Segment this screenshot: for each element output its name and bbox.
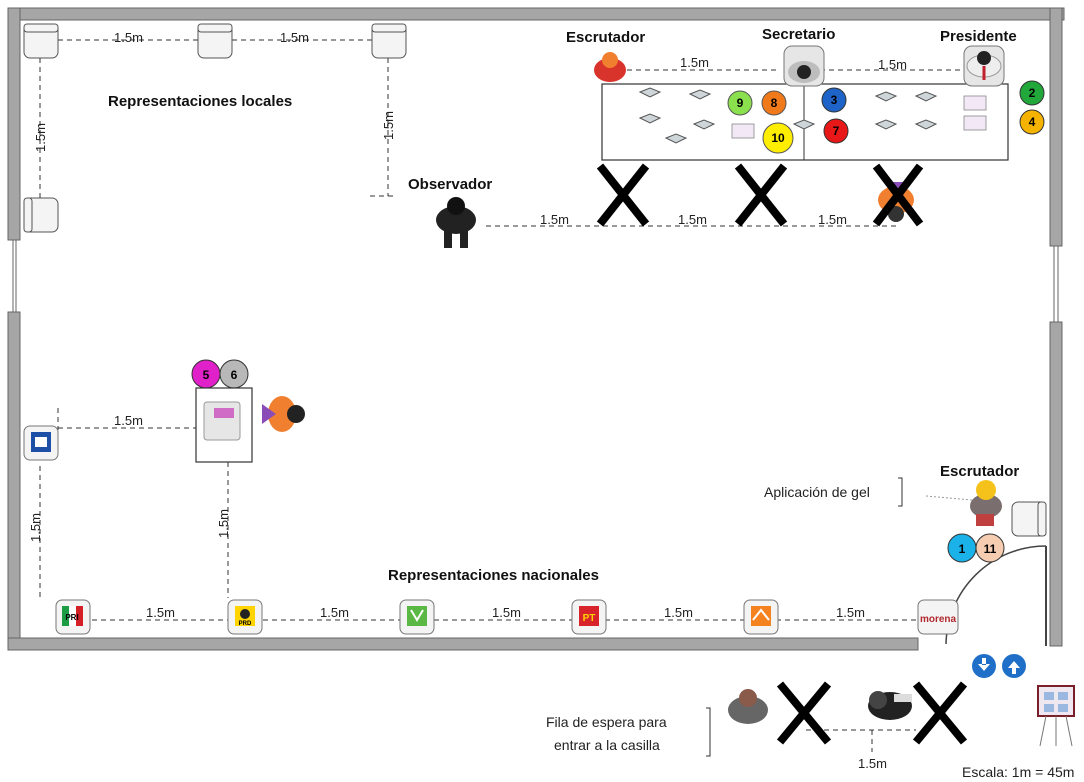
person-queue-2 (868, 691, 912, 720)
svg-text:1: 1 (959, 542, 966, 556)
arrow-up-icon (1002, 654, 1026, 678)
party-logo-pt: PT (571, 599, 607, 635)
distance-labels: 1.5m 1.5m 1.5m 1.5m 1.5m 1.5m 1.5m 1.5m … (28, 30, 907, 771)
x-marker (776, 681, 832, 745)
chair-local-4 (23, 197, 59, 233)
chair-local-2 (197, 23, 233, 59)
badge-7: 7 (823, 118, 849, 144)
heading-local-representatives: Representaciones locales (108, 93, 292, 110)
person-scrutineer-top (594, 52, 626, 82)
distance-label: 1.5m (540, 212, 569, 227)
svg-text:7: 7 (833, 124, 840, 138)
voting-booth (195, 387, 253, 463)
distance-label: 1.5m (216, 509, 231, 538)
badge-9: 9 (727, 90, 753, 116)
party-logo-morena: morena (917, 599, 959, 635)
svg-text:8: 8 (771, 96, 778, 110)
pt-logo-text: PT (583, 613, 596, 624)
chair-gel-station (1011, 501, 1047, 537)
svg-text:2: 2 (1029, 86, 1036, 100)
heading-national-representatives: Representaciones nacionales (388, 567, 599, 584)
distance-label: 1.5m (492, 605, 521, 620)
badge-11: 11 (975, 533, 1005, 563)
party-logo-verde (399, 599, 435, 635)
badge-2: 2 (1019, 80, 1045, 106)
svg-text:4: 4 (1029, 115, 1036, 129)
person-secretary (783, 45, 825, 87)
label-scrutineer-right: Escrutador (940, 463, 1019, 480)
scale-label: Escala: 1m = 45m (962, 764, 1074, 780)
distance-label: 1.5m (28, 513, 43, 542)
label-scrutineer-top: Escrutador (566, 29, 645, 46)
party-logo-prd: PRD (227, 599, 263, 635)
info-board-icon (1037, 685, 1075, 747)
svg-text:11: 11 (984, 542, 997, 556)
label-gel-application: Aplicación de gel (764, 484, 870, 500)
ballot-papers (731, 95, 987, 139)
distance-label: 1.5m (381, 111, 396, 140)
label-president: Presidente (940, 28, 1017, 45)
distance-label: 1.5m (146, 605, 175, 620)
distance-label: 1.5m (320, 605, 349, 620)
chair-local-3 (371, 23, 407, 59)
person-observer (436, 197, 476, 248)
party-logo-movimiento-ciudadano (743, 599, 779, 635)
label-observer: Observador (408, 176, 492, 193)
x-marker (596, 163, 650, 227)
person-scrutineer-right (970, 480, 1002, 526)
chair-local-1 (23, 23, 59, 59)
distance-label: 1.5m (878, 57, 907, 72)
x-marker (734, 163, 788, 227)
distance-label: 1.5m (818, 212, 847, 227)
x-marker (912, 681, 968, 745)
badge-8: 8 (761, 90, 787, 116)
party-logo-pri: PRI (55, 599, 91, 635)
distance-label: 1.5m (678, 212, 707, 227)
label-queue-line1: Fila de espera para (546, 714, 667, 730)
person-voter-machine (262, 396, 305, 432)
svg-text:6: 6 (231, 368, 238, 382)
party-logo-pan (23, 425, 59, 461)
badge-3: 3 (821, 87, 847, 113)
distance-label: 1.5m (836, 605, 865, 620)
distance-label: 1.5m (114, 413, 143, 428)
distance-label: 1.5m (680, 55, 709, 70)
prd-logo-text: PRD (239, 621, 252, 627)
badge-6: 6 (219, 359, 249, 389)
svg-text:5: 5 (203, 368, 210, 382)
svg-text:10: 10 (771, 131, 785, 145)
room-walls (7, 7, 1065, 651)
distance-label: 1.5m (664, 605, 693, 620)
badge-10: 10 (762, 122, 794, 154)
distance-label: 1.5m (33, 123, 48, 152)
distance-label: 1.5m (114, 30, 143, 45)
pri-logo-text: PRI (65, 613, 78, 622)
x-marker (872, 163, 924, 227)
badge-1: 1 (947, 533, 977, 563)
person-president (963, 45, 1005, 87)
label-secretary: Secretario (762, 26, 835, 43)
svg-text:3: 3 (831, 93, 838, 107)
morena-logo-text: morena (920, 614, 957, 625)
floor-x-markers (596, 163, 968, 745)
svg-text:9: 9 (737, 96, 744, 110)
person-queue-1 (728, 689, 768, 724)
distance-label: 1.5m (858, 756, 887, 771)
arrow-down-icon (972, 654, 996, 678)
label-queue-line2: entrar a la casilla (554, 737, 660, 753)
badge-5: 5 (191, 359, 221, 389)
ballot-boxes (638, 87, 938, 144)
badge-4: 4 (1019, 109, 1045, 135)
distance-label: 1.5m (280, 30, 309, 45)
